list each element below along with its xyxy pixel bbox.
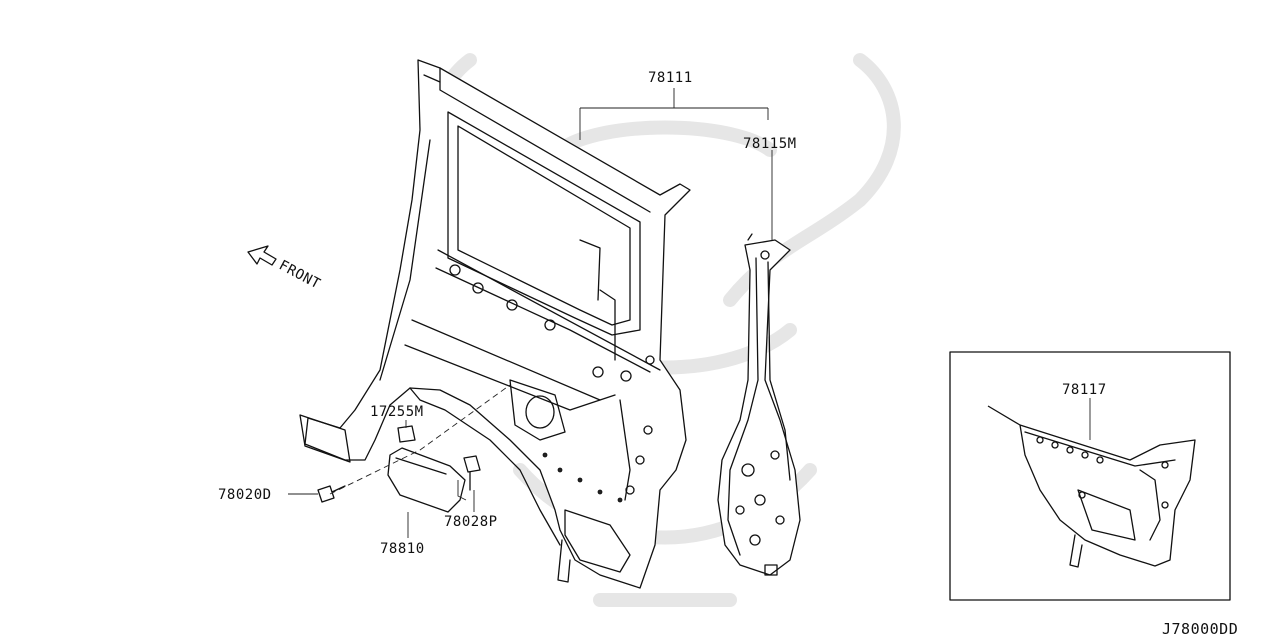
diagram-code: J78000DD — [1162, 620, 1238, 638]
pillar-78115m — [717, 233, 801, 576]
front-label: FRONT — [276, 257, 323, 292]
inset-box — [949, 351, 1231, 601]
label-78117: 78117 — [1062, 382, 1107, 398]
part-17255m — [397, 425, 416, 443]
label-78111: 78111 — [648, 70, 693, 86]
screw-78020d — [317, 485, 346, 503]
fuel-lid-78810 — [387, 447, 466, 513]
quarter-panel-78111 — [299, 59, 691, 589]
assembly-dashed-line — [329, 384, 511, 495]
label-78028p: 78028P — [444, 514, 498, 530]
label-78810: 78810 — [380, 541, 425, 557]
label-78115m: 78115M — [743, 136, 797, 152]
front-arrow-icon — [247, 245, 277, 266]
part-78028p — [463, 455, 481, 491]
label-78020d: 78020D — [218, 487, 272, 503]
label-17255m: 17255M — [370, 404, 424, 420]
leader-lines — [288, 88, 1091, 538]
